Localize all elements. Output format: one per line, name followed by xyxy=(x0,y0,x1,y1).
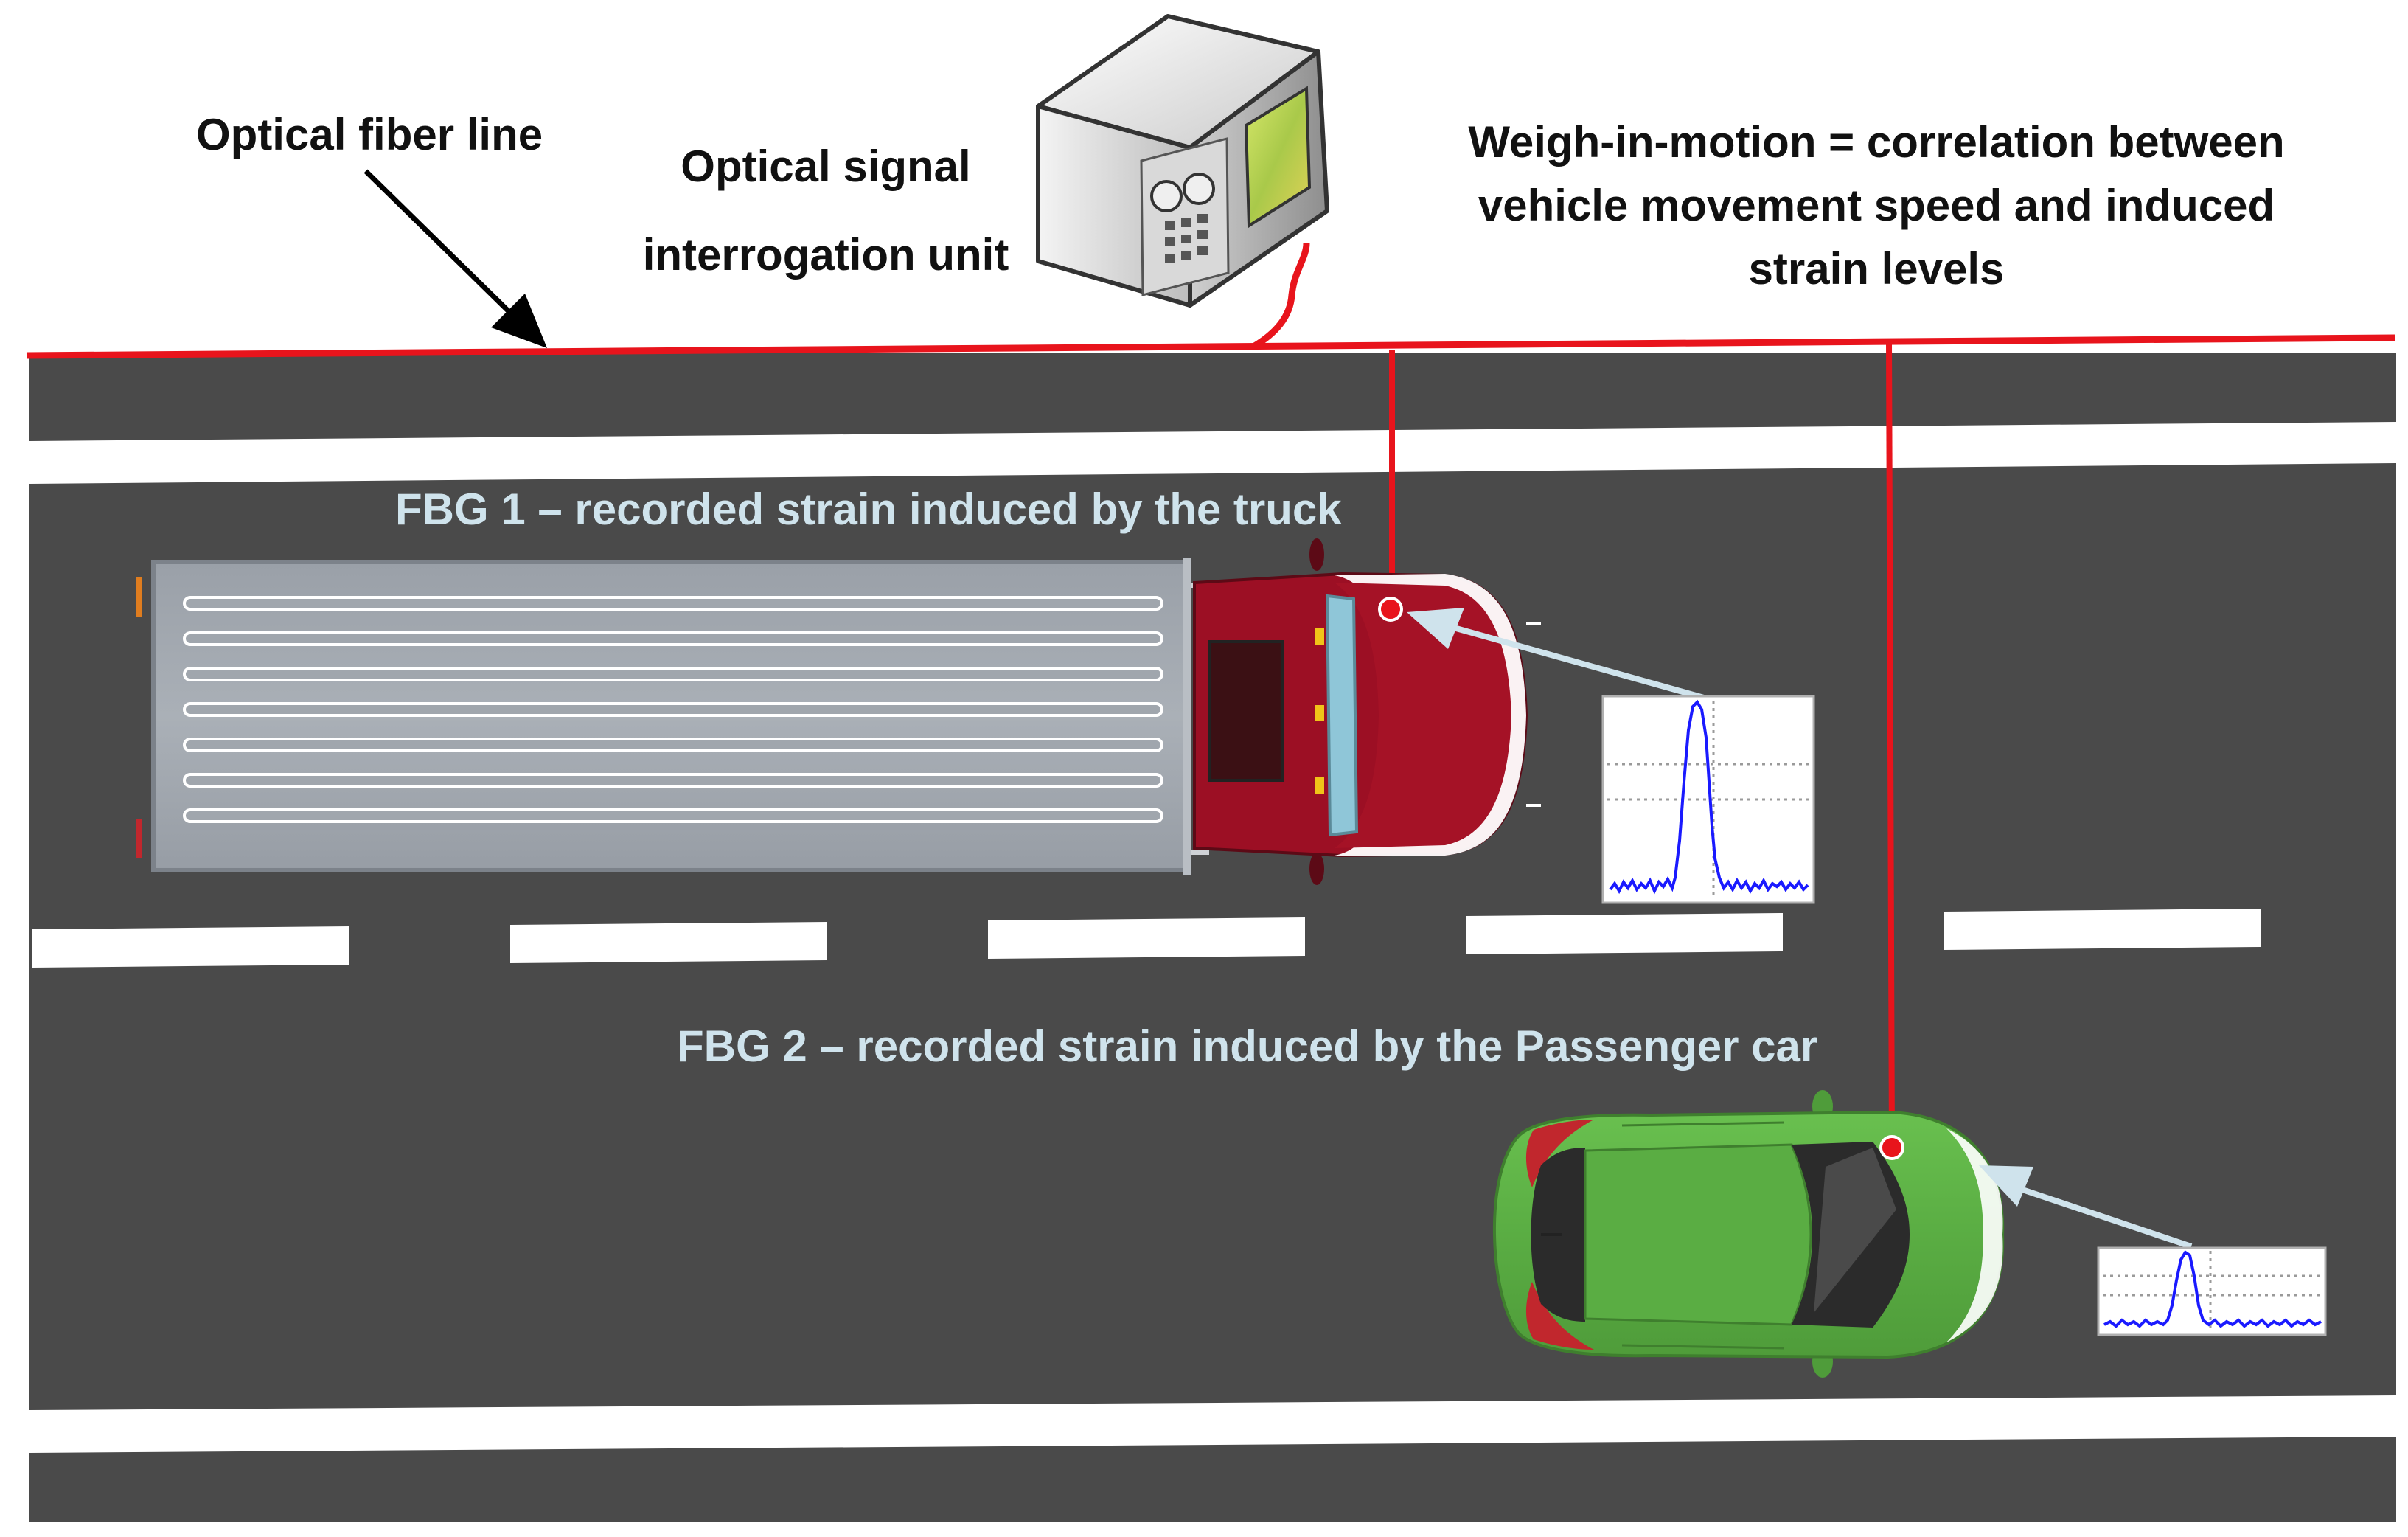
lane-dash xyxy=(1466,913,1783,954)
spectrum-grid xyxy=(2103,1251,2321,1332)
weigh-in-motion-line1: Weigh-in-motion = correlation between xyxy=(1468,117,2285,167)
fbg1-pointer-line xyxy=(1450,624,1711,702)
fbg1-label: FBG 1 – recorded strain induced by the t… xyxy=(395,485,1342,534)
passenger-car-icon xyxy=(1493,1090,2005,1378)
interrogator-label: Optical signal interrogation unit xyxy=(619,122,1032,299)
interrogation-unit-icon xyxy=(1036,14,1329,308)
fbg2-spectrum-plot xyxy=(2097,1246,2327,1336)
arrow-shaft xyxy=(363,169,518,321)
spectrum-grid xyxy=(1607,701,1809,898)
center-dashed-line xyxy=(32,909,2261,968)
spectrum-trace xyxy=(1609,699,1809,895)
arrow-head xyxy=(491,294,547,348)
truck-grille xyxy=(1208,640,1284,782)
box-panel xyxy=(1140,137,1230,296)
box-knob xyxy=(1183,173,1215,205)
fbg1-pointer-head xyxy=(1407,608,1464,649)
lane-dash xyxy=(1944,909,2261,950)
bottom-edge-line xyxy=(29,1395,2396,1453)
truck-marker xyxy=(1315,777,1324,794)
interrogator-label-line2: interrogation unit xyxy=(642,230,1009,280)
truck-mirror xyxy=(1309,538,1324,571)
fiber-label-arrow xyxy=(363,169,547,348)
fbg2-pointer-line xyxy=(2019,1186,2193,1249)
lane-dash xyxy=(510,922,827,963)
box-screen xyxy=(1244,86,1312,229)
trailer-front-bar xyxy=(1183,558,1191,875)
lane-dash xyxy=(988,917,1305,959)
fiber-main-line xyxy=(26,334,2395,359)
box-knob xyxy=(1150,180,1183,212)
trailer-ribs xyxy=(183,596,1163,823)
weigh-in-motion-line2: vehicle movement speed and induced xyxy=(1478,181,2275,230)
fbg1-sensor xyxy=(1378,597,1711,702)
weigh-in-motion-line3: strain levels xyxy=(1748,244,2005,294)
car-tail-light xyxy=(1525,1282,1594,1350)
spectrum-trace xyxy=(2103,1250,2322,1328)
interrogator-label-line1: Optical signal xyxy=(681,142,971,191)
car-door-lines xyxy=(1621,1121,1785,1350)
truck-hood xyxy=(1335,583,1511,848)
car-tail-light xyxy=(1525,1120,1594,1187)
trailer-rear-light xyxy=(136,819,142,858)
car-nose xyxy=(1946,1128,2003,1342)
truck-windshield xyxy=(1325,594,1359,837)
optical-fiber xyxy=(26,243,2395,1150)
fiber-branch-fbg2 xyxy=(1886,341,1895,1150)
top-edge-line xyxy=(29,422,2396,484)
fbg1-spectrum-plot xyxy=(1601,695,1815,904)
fbg2-label: FBG 2 – recorded strain induced by the P… xyxy=(677,1021,1818,1071)
fiber-line-label: Optical fiber line xyxy=(196,110,543,159)
box-keypad xyxy=(1165,214,1208,263)
truck-front-pins xyxy=(1526,622,1541,807)
car-roof xyxy=(1584,1143,1812,1326)
fbg2-pointer-head xyxy=(1979,1165,2033,1207)
trailer-rear-light xyxy=(136,577,142,617)
fiber-to-interrogator xyxy=(1251,243,1310,350)
road xyxy=(29,353,2396,1522)
weigh-in-motion-label: Weigh-in-motion = correlation between ve… xyxy=(1393,111,2359,301)
truck-marker xyxy=(1315,628,1324,645)
car-windshield-reflection xyxy=(1814,1148,1896,1313)
fbg2-point xyxy=(1879,1135,1904,1160)
truck-mirror xyxy=(1309,853,1324,885)
fbg2-sensor xyxy=(1879,1135,2193,1249)
spectrum-frame xyxy=(1601,695,1815,904)
spectrum-frame xyxy=(2097,1246,2327,1336)
truck-icon xyxy=(136,538,1541,885)
lane-dash xyxy=(32,926,349,968)
truck-marker xyxy=(1315,705,1324,721)
fbg1-point xyxy=(1378,597,1403,622)
